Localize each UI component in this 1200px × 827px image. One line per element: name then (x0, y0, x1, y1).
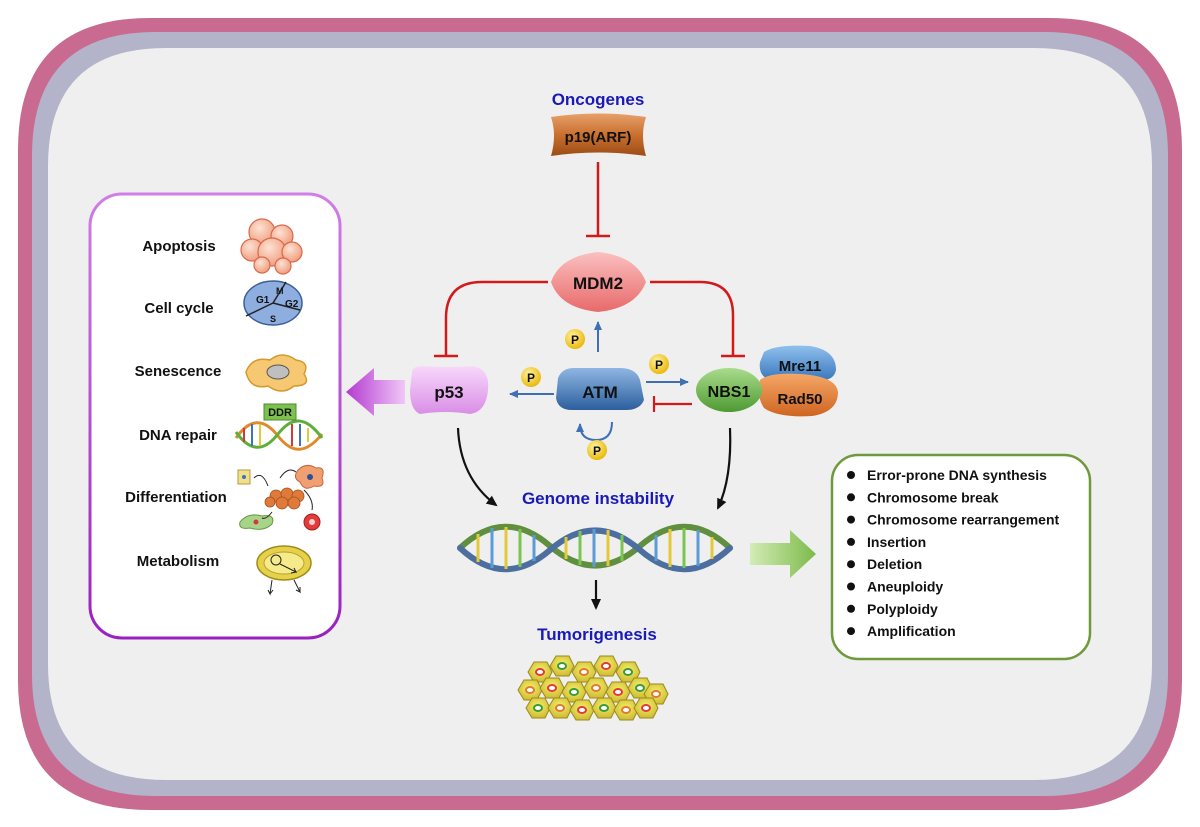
nbs1-to-instability-arrow (717, 427, 732, 510)
instability-type-item: Aneuploidy (867, 579, 943, 595)
svg-text:S: S (270, 314, 276, 324)
instability-type-item: Chromosome break (867, 489, 999, 505)
phospho-badge-atm: P (587, 440, 607, 460)
tumor-cell-nucleus (601, 662, 611, 670)
mdm2-inhibits-p53 (434, 280, 548, 358)
tumor-cell-nucleus (635, 684, 645, 692)
tumor-cell-nucleus (555, 704, 565, 712)
tumor-cells-icon (517, 655, 669, 721)
instability-type-item: Polyploidy (867, 601, 938, 617)
tumor-cell-nucleus (621, 706, 631, 714)
tumor-cell-nucleus (569, 688, 579, 696)
instability-type-item: Amplification (867, 623, 956, 639)
p19arf-protein: p19(ARF) (551, 113, 646, 156)
atm-autophosphorylation-loop (576, 421, 613, 442)
tumor-cell-nucleus (557, 662, 567, 670)
atm-protein: ATM (556, 368, 644, 410)
bullet-icon (847, 471, 855, 479)
nbs1-label: NBS1 (708, 384, 751, 401)
dna-repair-helix-icon: DDR (234, 403, 324, 451)
phospho-badge-p53: P (521, 367, 541, 387)
outcome-label-apoptosis: Apoptosis (142, 238, 215, 255)
mdm2-label: MDM2 (573, 274, 623, 293)
instability-type-item: Insertion (867, 534, 926, 550)
nbs1-protein: NBS1 (696, 368, 762, 412)
atm-label: ATM (582, 383, 618, 402)
p53-to-instability-arrow (456, 427, 498, 507)
tumorigenesis-heading: Tumorigenesis (537, 625, 657, 644)
outcome-label-differentiation: Differentiation (125, 489, 227, 506)
bullet-icon (847, 515, 855, 524)
dna-helix-icon (457, 523, 733, 573)
svg-text:P: P (655, 358, 663, 372)
mre11-protein: Mre11 (759, 345, 836, 380)
bullet-icon (847, 537, 855, 546)
apoptosis-cells-icon (240, 218, 303, 275)
phospho-badge-nbs1: P (649, 354, 669, 374)
oncogenes-heading: Oncogenes (552, 90, 645, 109)
genome-instability-heading: Genome instability (522, 489, 675, 508)
tumor-cell-nucleus (591, 684, 601, 692)
tumor-cell-nucleus (525, 686, 535, 694)
outcome-label-metabolism: Metabolism (137, 553, 220, 570)
instability-type-item: Error-prone DNA synthesis (867, 467, 1047, 483)
p53-label: p53 (434, 383, 463, 402)
svg-text:G1: G1 (256, 295, 270, 306)
tumor-cell-nucleus (613, 688, 623, 696)
phospho-badge-mdm2: P (565, 329, 585, 349)
differentiation-cells-icon (237, 464, 324, 531)
mdm2-inhibits-nbs1 (650, 280, 745, 358)
tumor-cell-nucleus (535, 668, 545, 676)
outcome-label-cell-cycle: Cell cycle (144, 300, 213, 317)
p53-outcomes-arrow (346, 368, 405, 416)
tumor-cell-nucleus (547, 684, 557, 692)
p19-inhibits-mdm2 (586, 162, 610, 238)
rad50-label: Rad50 (777, 391, 822, 408)
svg-text:G2: G2 (285, 299, 299, 310)
tumor-cell-nucleus (579, 668, 589, 676)
tumor-cell-nucleus (651, 690, 661, 698)
rad50-protein: Rad50 (758, 373, 838, 417)
bullet-icon (847, 582, 855, 591)
svg-text:P: P (527, 371, 535, 385)
outcome-label-senescence: Senescence (135, 363, 222, 380)
tumor-cell-nucleus (599, 704, 609, 712)
instability-types-arrow (750, 530, 816, 578)
tumor-cell-nucleus (533, 704, 543, 712)
p19arf-label: p19(ARF) (565, 129, 632, 146)
bullet-icon (847, 604, 855, 613)
svg-text:P: P (571, 333, 579, 347)
metabolism-cell-icon (256, 545, 312, 596)
bullet-icon (847, 627, 855, 636)
nbs1-atm-feedback-inhibition (652, 396, 692, 412)
svg-text:M: M (276, 286, 284, 296)
bullet-icon (847, 560, 855, 569)
bullet-icon (847, 493, 855, 502)
mdm2-protein: MDM2 (551, 252, 646, 312)
svg-text:P: P (593, 444, 601, 458)
tumor-cell-nucleus (641, 704, 651, 712)
senescent-cell-icon (245, 354, 308, 392)
instability-type-item: Chromosome rearrangement (867, 512, 1060, 528)
instability-type-item: Deletion (867, 556, 922, 572)
cell-cycle-pie-icon: G1 M G2 S (243, 280, 303, 326)
p53-protein: p53 (410, 366, 489, 414)
mre11-label: Mre11 (779, 358, 822, 375)
ddr-label: DDR (268, 407, 292, 419)
tumor-cell-nucleus (623, 668, 633, 676)
outcome-label-dna-repair: DNA repair (139, 427, 217, 444)
instability-types-box (830, 453, 1092, 661)
tumor-cell-nucleus (577, 706, 587, 714)
